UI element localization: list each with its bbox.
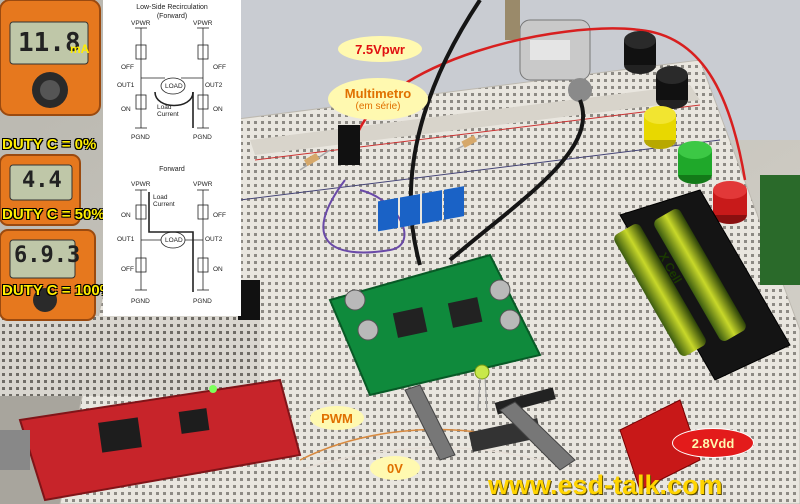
diagram-top-vpwr-left: VPWR [131, 20, 151, 27]
pwm-label-text: PWM [321, 410, 353, 426]
diagram-bottom-out1: OUT1 [117, 236, 135, 243]
breadboard-rail [250, 85, 700, 155]
probe-left [404, 384, 456, 461]
battery-2 [654, 209, 746, 341]
watermark: www.esd-talk.com [488, 470, 723, 500]
multimeter-label: Multimetro (em série) [328, 78, 428, 120]
meter-top-reading: 11.8 [18, 28, 81, 58]
diagram-bottom-vpwr-right: VPWR [193, 181, 213, 188]
usb-connector [0, 430, 30, 470]
driver-chip-2 [447, 297, 483, 328]
diagram-bottom-off-left: OFF [121, 266, 134, 273]
red-pcb-chip-2 [178, 408, 210, 434]
vpwr-label: 7.5Vpwr [338, 36, 422, 62]
banana-jack-black-1 [624, 31, 656, 74]
diagram-top-on-right: ON [213, 106, 223, 113]
red-pcb-chip [98, 417, 142, 453]
diagram-top-out1: OUT1 [117, 82, 135, 89]
multimeter-top [0, 0, 101, 116]
diagram-bottom-on-right: ON [213, 266, 223, 273]
rail-blue-line [239, 139, 721, 201]
diagram-bottom-on-left: ON [121, 212, 131, 219]
diagram-top-title-2: (Forward) [156, 13, 188, 20]
vdd-label: 2.8Vdd [672, 428, 754, 458]
meter-bottom-reading: 6.9.3 [14, 243, 81, 268]
diagram-bottom-load: LOAD [165, 237, 183, 244]
banana-jack-red [713, 181, 747, 224]
banana-jack-yellow [644, 106, 676, 149]
diagram-bottom-title: Forward [159, 166, 185, 173]
diagram-bottom-vpwr-left: VPWR [131, 181, 151, 188]
diagram-top-off-left: OFF [121, 64, 134, 71]
diagram-bottom-out2: OUT2 [205, 236, 223, 243]
diagram-top-load: LOAD [165, 83, 183, 90]
vdd-label-text: 2.8Vdd [691, 435, 735, 451]
duty-label-100: DUTY C = 100% [2, 282, 114, 299]
zero-v-label: 0V [370, 456, 420, 480]
resistor-2 [454, 134, 486, 151]
diagram-top-vpwr-right: VPWR [193, 20, 213, 27]
wire-black-2 [448, 99, 586, 262]
duty-label-50: DUTY C = 50% [2, 206, 105, 223]
right-board [760, 175, 800, 285]
capacitors [344, 279, 521, 341]
multimeter-bottom [0, 229, 96, 321]
meter-top-unit: mA [70, 42, 90, 56]
meter-middle-reading: 4.4 [22, 168, 62, 193]
diagram-top-load-current: Load Current [157, 104, 179, 118]
current-path-bottom [148, 192, 194, 292]
terminal-block [378, 186, 464, 232]
driver-board [328, 253, 542, 397]
banana-jack-black-2 [656, 66, 688, 109]
wire-white [299, 446, 541, 471]
diagram-top-pgnd-left: PGND [131, 134, 150, 141]
diagram-bottom-pgnd-right: PGND [193, 298, 212, 305]
red-clip [619, 399, 701, 491]
red-pcb [18, 378, 302, 502]
current-path-top [154, 91, 194, 107]
multimeter-label-line2: (em série) [355, 101, 401, 112]
wire-connector-2 [238, 280, 260, 320]
diagram-bottom-lines [135, 189, 209, 291]
probe-right [499, 401, 576, 471]
multimeter-label-line1: Multimetro [344, 86, 412, 101]
resistor-1 [299, 149, 331, 171]
pcb-led [209, 385, 217, 393]
vpwr-label-text: 7.5Vpwr [355, 41, 405, 57]
diagram-top-out2: OUT2 [205, 82, 223, 89]
duty-label-0: DUTY C = 0% [2, 136, 97, 153]
diagram-top-lines [135, 27, 209, 129]
pwm-label: PWM [310, 406, 364, 430]
diagram-top-pgnd-right: PGND [193, 134, 212, 141]
zero-v-label-text: 0V [387, 460, 403, 476]
diagram-bottom-off-right: OFF [213, 212, 226, 219]
diagram-top-off-right: OFF [213, 64, 226, 71]
banana-jack-green [678, 141, 712, 184]
multimeter-middle [0, 154, 81, 226]
diagram-top-title-1: Low-Side Recirculation [136, 4, 208, 11]
battery-1 [614, 224, 706, 356]
h-bridge-diagrams: Low-Side Recirculation (Forward) VPWR VP… [103, 0, 241, 316]
diagram-bottom-load-current: Load Current [153, 194, 175, 208]
left-breadboard [0, 316, 260, 396]
diagram-bottom-pgnd-left: PGND [131, 298, 150, 305]
wire-connector [338, 125, 360, 165]
driver-chip-1 [392, 307, 428, 338]
green-led [474, 364, 490, 380]
load-symbol-top [160, 77, 186, 95]
diagram-top-on-left: ON [121, 106, 131, 113]
h-bridge-schematics [135, 27, 209, 292]
